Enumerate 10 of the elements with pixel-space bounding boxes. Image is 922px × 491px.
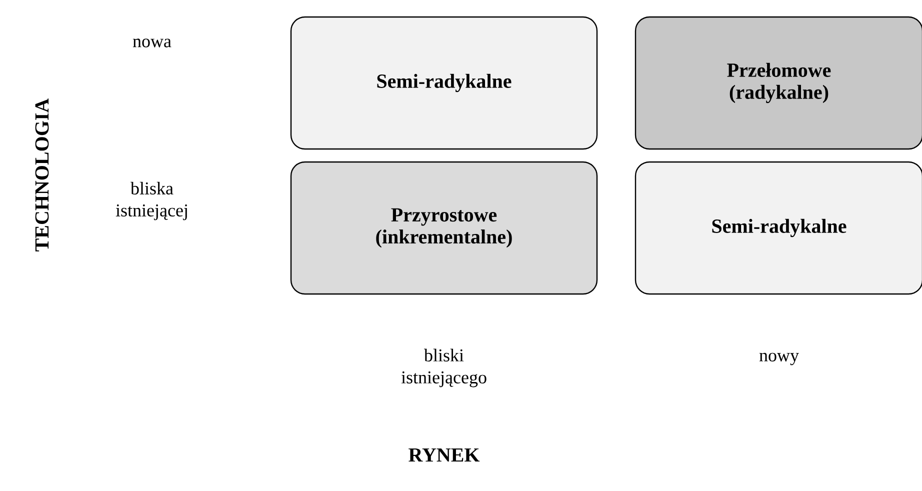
axis-title: TECHNOLOGIA — [35, 98, 49, 252]
category-box: Przyrostowe (inkrementalne) — [290, 161, 598, 295]
axis-label: nowy — [759, 352, 799, 366]
category-box: Semi-radykalne — [634, 161, 922, 295]
category-box: Semi-radykalne — [290, 16, 598, 150]
axis-label: bliski istniejącego — [401, 348, 486, 388]
category-box: Przełomowe (radykalne) — [634, 16, 922, 150]
axis-label: bliska istniejącej — [116, 182, 187, 220]
axis-title: RYNEK — [408, 448, 480, 462]
axis-label: nowa — [132, 38, 172, 48]
